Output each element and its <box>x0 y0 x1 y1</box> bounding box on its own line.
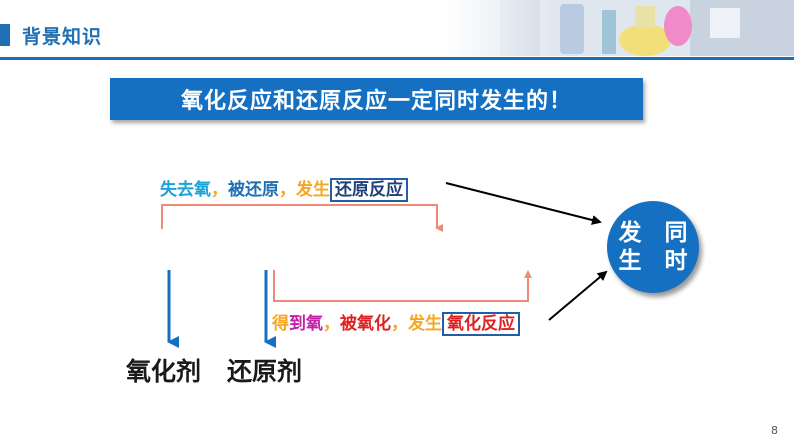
oxidation-phrase: 得到氧，被氧化，发生氧化反应 <box>272 309 520 336</box>
phrase-part: 失去氧 <box>160 180 211 200</box>
header-divider <box>0 57 794 60</box>
title-marker <box>0 24 10 46</box>
circle-char: 发 <box>618 220 642 246</box>
phrase-part: 发生 <box>408 314 442 334</box>
reduction-reaction-box: 还原反应 <box>330 178 408 202</box>
header-bar: 背景知识 <box>0 0 794 60</box>
phrase-part: 到氧 <box>289 314 323 334</box>
reductant-label: 还原剂 <box>227 357 303 386</box>
reduction-phrase: 失去氧，被还原，发生还原反应 <box>160 175 408 202</box>
phrase-part: 得 <box>272 314 289 334</box>
page-title: 背景知识 <box>22 26 103 48</box>
bottom-bracket-head <box>524 270 532 278</box>
oxidation-reaction-box: 氧化反应 <box>442 312 520 336</box>
bottom-bracket <box>273 270 529 302</box>
simultaneous-circle: 发 同 生 时 <box>607 201 699 293</box>
headline-banner: 氧化反应和还原反应一定同时发生的！ <box>110 78 643 120</box>
comma: ， <box>391 314 408 334</box>
lab-equipment-image <box>440 0 794 56</box>
phrase-part: 被氧化 <box>340 314 391 334</box>
circle-char: 时 <box>664 248 688 274</box>
arrow-bottom-to-circle <box>548 270 608 321</box>
oxidant-label: 氧化剂 <box>126 357 202 386</box>
comma: ， <box>211 180 228 200</box>
page-number: 8 <box>771 424 778 437</box>
arrow-top-to-circle <box>445 182 602 225</box>
circle-char: 生 <box>618 248 642 274</box>
top-bracket <box>161 204 443 232</box>
phrase-part: 发生 <box>296 180 330 200</box>
circle-char: 同 <box>664 220 688 246</box>
comma: ， <box>323 314 340 334</box>
phrase-part: 被还原 <box>228 180 279 200</box>
headline-text: 氧化反应和还原反应一定同时发生的！ <box>180 89 572 114</box>
comma: ， <box>279 180 296 200</box>
